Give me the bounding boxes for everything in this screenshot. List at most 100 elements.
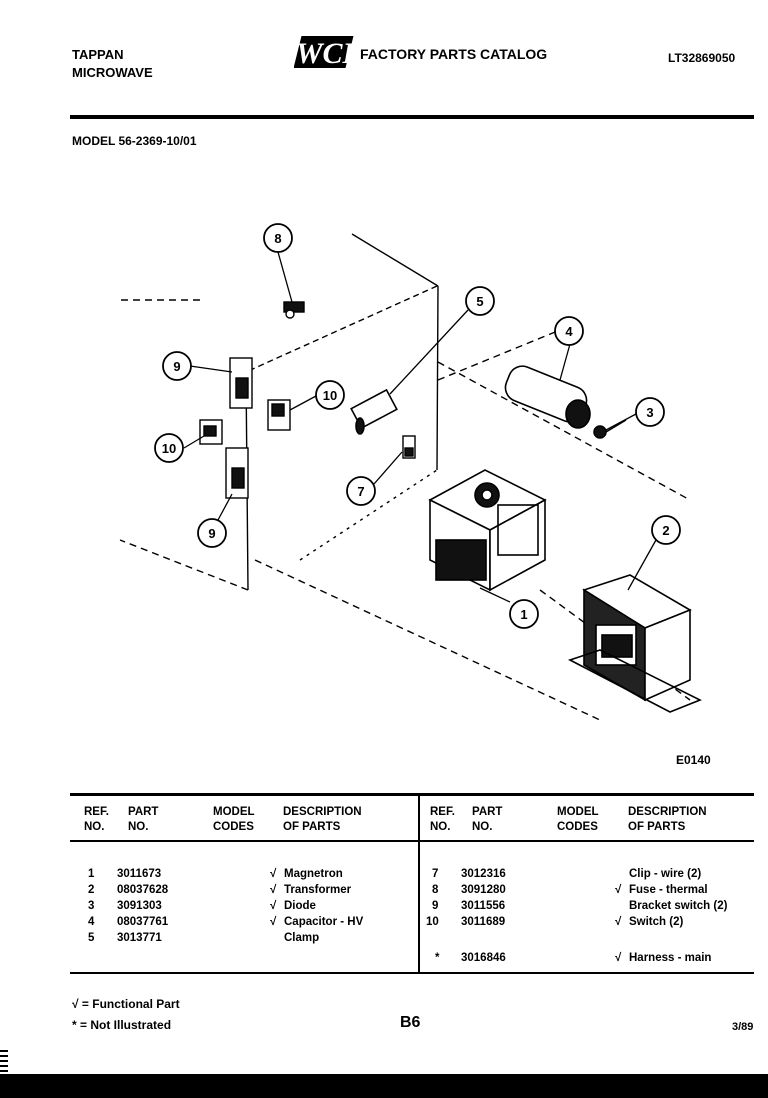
right-header-desc-line2: OF PARTS [628, 821, 686, 833]
right-row-5-ref: * [435, 952, 440, 964]
left-row-1-ref: 1 [88, 868, 95, 880]
brand-line-2: MICROWAVE [72, 65, 153, 80]
right-header-ref: REF. NO. [430, 805, 455, 835]
right-row-1-ref: 7 [432, 868, 439, 880]
right-header-ref-line1: REF. [430, 806, 455, 818]
brand-line-1: TAPPAN [72, 47, 124, 62]
table-top-rule [70, 793, 754, 796]
callout-circles [154, 223, 681, 629]
transformer-illustration [567, 574, 702, 713]
left-row-5-ref: 5 [88, 932, 95, 944]
callout-circle-5 [465, 286, 495, 316]
callout-circle-1 [509, 599, 539, 629]
right-row-1-desc: Clip - wire (2) [629, 868, 702, 880]
callout-label-2: 2 [662, 523, 669, 538]
left-header-desc: DESCRIPTION OF PARTS [283, 805, 362, 835]
diode-illustration [593, 419, 627, 439]
right-header-model-line1: MODEL [557, 806, 599, 818]
left-scan-mark [0, 1050, 8, 1074]
callout-circle-2 [651, 515, 681, 545]
left-header-ref: REF. NO. [84, 805, 109, 835]
right-row-2-part: 3091280 [461, 884, 506, 896]
exploded-parts-diagram: 1 2 3 4 5 7 8 9 10 9 10 [119, 223, 702, 721]
bottom-scan-bar [0, 1074, 768, 1098]
right-header-part-line2: NO. [472, 821, 493, 833]
header-rule [70, 115, 754, 119]
fuse-illustration [283, 301, 305, 319]
callout-circle-9a [162, 351, 192, 381]
page-code: B6 [400, 1014, 421, 1031]
left-header-ref-line1: REF. [84, 806, 109, 818]
callout-circle-4 [554, 316, 584, 346]
right-row-3-part: 3011556 [461, 900, 506, 912]
left-row-5-desc: Clamp [284, 932, 320, 944]
right-row-3-desc: Bracket switch (2) [629, 900, 728, 912]
left-row-2-desc: Transformer [284, 884, 352, 896]
left-row-1-part: 3011673 [117, 868, 162, 880]
left-row-3-desc: Diode [284, 900, 316, 912]
capacitor-illustration [504, 365, 591, 429]
callout-label-10b: 10 [162, 441, 176, 456]
left-header-model-line1: MODEL [213, 806, 255, 818]
clip-illustration [402, 435, 416, 459]
callout-label-10a: 10 [323, 388, 337, 403]
upper-switch-bracket-illustration [229, 357, 291, 431]
left-row-3-part: 3091303 [117, 900, 162, 912]
table-divider-line [418, 794, 420, 974]
catalog-number: LT32869050 [668, 51, 736, 65]
right-header-part: PART NO. [472, 805, 502, 835]
callout-circle-9b [197, 518, 227, 548]
right-row-4-desc: Switch (2) [629, 916, 684, 928]
right-row-4-part: 3011689 [461, 916, 506, 928]
model-line: MODEL 56-2369-10/01 [72, 134, 197, 148]
right-row-2-desc: Fuse - thermal [629, 884, 708, 896]
left-row-4-desc: Capacitor - HV [284, 916, 364, 928]
left-header-model: MODEL CODES [213, 805, 255, 835]
callout-circle-10a [315, 380, 345, 410]
right-header-desc: DESCRIPTION OF PARTS [628, 805, 707, 835]
right-row-1-part: 3012316 [461, 868, 506, 880]
callout-circle-7 [346, 476, 376, 506]
left-row-2-ref: 2 [88, 884, 95, 896]
right-row-5-desc: Harness - main [629, 952, 712, 964]
right-row-2-check: √ [615, 884, 622, 896]
left-row-5-part: 3013771 [117, 932, 162, 944]
right-row-2-ref: 8 [432, 884, 439, 896]
right-row-4-check: √ [615, 916, 622, 928]
left-row-1-desc: Magnetron [284, 868, 343, 880]
callout-label-4: 4 [565, 324, 573, 339]
right-row-3-ref: 9 [432, 900, 439, 912]
left-header-desc-line2: OF PARTS [283, 821, 341, 833]
left-header-desc-line1: DESCRIPTION [283, 806, 362, 818]
callout-label-9a: 9 [173, 359, 180, 374]
callout-circle-10b [154, 433, 184, 463]
figure-code: E0140 [676, 753, 711, 767]
right-header-part-line1: PART [472, 806, 503, 818]
legend-not-illustrated: * = Not Illustrated [72, 1018, 172, 1032]
callout-circle-3 [635, 397, 665, 427]
left-row-4-check: √ [270, 916, 277, 928]
left-row-1-check: √ [270, 868, 277, 880]
left-row-2-check: √ [270, 884, 277, 896]
right-row-4-ref: 10 [426, 916, 439, 928]
right-row-5-part: 3016846 [461, 952, 506, 964]
left-header-part-line2: NO. [128, 821, 149, 833]
left-row-3-ref: 3 [88, 900, 95, 912]
left-header-part-line1: PART [128, 806, 159, 818]
catalog-title: FACTORY PARTS CATALOG [360, 46, 548, 62]
right-row-5-check: √ [615, 952, 622, 964]
left-row-4-part: 08037761 [117, 916, 169, 928]
left-header-ref-line2: NO. [84, 821, 105, 833]
table-bottom-rule [70, 972, 754, 974]
callout-label-7: 7 [357, 484, 364, 499]
wci-logo-mark: WCI [293, 36, 356, 70]
left-row-2-part: 08037628 [117, 884, 169, 896]
magnetron-illustration [428, 469, 547, 592]
callout-label-5: 5 [476, 294, 483, 309]
clamp-illustration [350, 388, 398, 435]
left-header-part: PART NO. [128, 805, 158, 835]
left-row-4-ref: 4 [88, 916, 95, 928]
right-header-ref-line2: NO. [430, 821, 451, 833]
date-code: 3/89 [732, 1021, 754, 1033]
table-header-rule [70, 840, 754, 842]
